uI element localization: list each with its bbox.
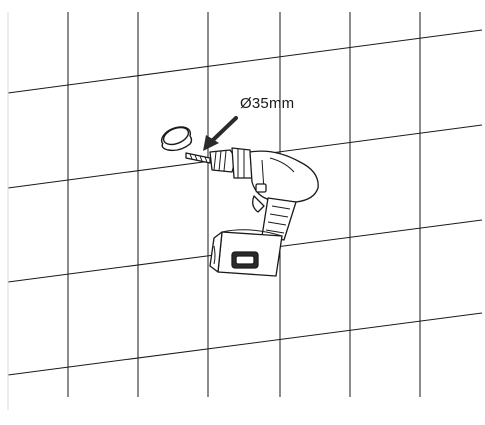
- drill-handle: [261, 197, 297, 241]
- drill-clutch-ring: [231, 147, 253, 179]
- grid-horizontal-line: [7, 312, 483, 376]
- grid-horizontal-line: [7, 29, 483, 94]
- wall-plug-cap-icon: [160, 126, 193, 152]
- drill-motor-housing: [249, 150, 319, 203]
- drill-bit: [185, 152, 211, 164]
- drill-direction-arrow: [203, 116, 238, 151]
- drill-direction-switch: [255, 183, 267, 193]
- cordless-drill-icon: [185, 147, 319, 277]
- drill-trigger: [252, 195, 265, 213]
- tiled-wall-grid: [7, 12, 483, 410]
- hole-diameter-label: Ø35mm: [240, 95, 295, 112]
